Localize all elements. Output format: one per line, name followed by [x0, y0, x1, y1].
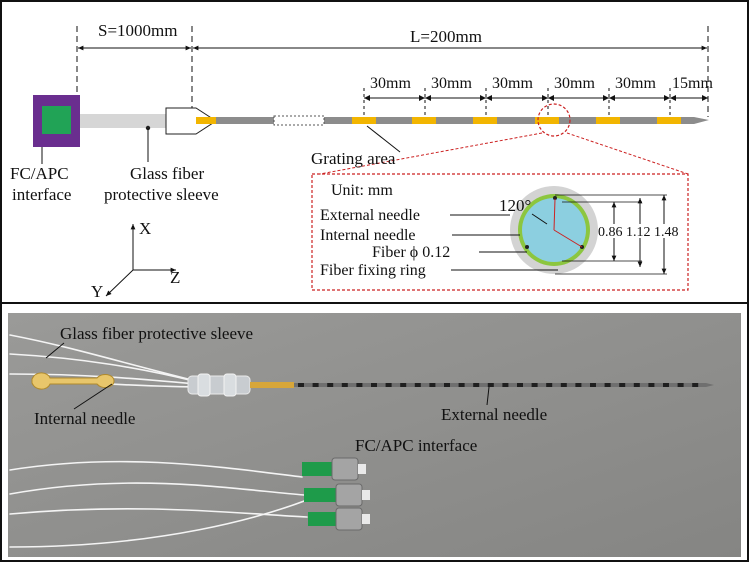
sleeve-label-line2: protective sleeve: [104, 185, 219, 204]
dim-086: 0.86: [598, 225, 623, 240]
needle-mark: [371, 383, 377, 387]
internal-needle-label: Internal needle: [320, 227, 416, 244]
needle-mark: [473, 383, 480, 387]
needle-mark: [604, 383, 611, 387]
grating-bar-3: [473, 117, 497, 124]
needle-mark: [444, 383, 450, 387]
fc-connector-2: [304, 483, 370, 507]
inset-unit-label: Unit: mm: [331, 182, 393, 199]
needle-mark: [692, 383, 699, 387]
fc-apc-label-line1: FC/APC: [10, 164, 69, 183]
needle-mark: [298, 383, 304, 387]
needle-mark: [502, 383, 509, 387]
glass-fiber-sleeve-shape: [80, 114, 170, 128]
grating-bar-1: [352, 117, 376, 124]
needle-mark: [312, 383, 319, 387]
spacing-label-6: 15mm: [672, 75, 713, 92]
grating-bar-6: [657, 117, 681, 124]
needle-mark: [414, 383, 421, 387]
inset-border: [311, 173, 689, 291]
needle-mark: [677, 383, 684, 387]
needle-mark: [531, 383, 538, 387]
photo-internal-needle-label: Internal needle: [34, 409, 135, 428]
needle-hub: [165, 107, 217, 135]
cross-section-inset: Unit: mm 120° External needle Internal n…: [311, 173, 689, 291]
needle-body: [216, 117, 709, 124]
fc-connector-1: [302, 457, 366, 481]
needle-mark: [385, 383, 392, 387]
needle-marks: [298, 383, 699, 387]
internal-needle-handle: [31, 372, 115, 390]
axis-x-label: X: [139, 219, 151, 238]
photo-background: [8, 313, 741, 557]
grating-spacing-dimensions: 30mm 30mm 30mm 30mm 30mm 15mm: [363, 75, 713, 117]
fiber-fixing-ring-label: Fiber fixing ring: [320, 262, 426, 279]
needle-mark: [619, 383, 626, 387]
spacing-label-2: 30mm: [431, 75, 472, 92]
needle-mark: [633, 383, 640, 387]
dimension-s: S=1000mm: [78, 21, 191, 51]
needle-mark: [429, 383, 436, 387]
axis-z-label: Z: [170, 268, 180, 287]
grating-area-label: Grating area: [311, 149, 396, 168]
transparent-hub: [187, 375, 251, 395]
sleeve-label-line1: Glass fiber: [130, 164, 204, 183]
grating-bars: [352, 117, 681, 124]
grating-bar-5: [596, 117, 620, 124]
dimension-s-label: S=1000mm: [98, 21, 178, 40]
needle-mark: [648, 383, 655, 387]
fc-connector-3: [308, 507, 370, 531]
dim-112: 1.12: [626, 225, 651, 240]
fc-apc-label-line2: interface: [12, 185, 71, 204]
needle-mark: [590, 383, 596, 387]
needle-mark: [487, 383, 494, 387]
coordinate-axes: X Z Y: [91, 219, 180, 301]
needle-mark: [663, 383, 669, 387]
axis-y-label: Y: [91, 282, 103, 301]
dimension-l: L=200mm: [193, 27, 707, 51]
dimension-l-label: L=200mm: [410, 27, 482, 46]
dim-148: 1.48: [654, 225, 679, 240]
needle-mark: [560, 383, 567, 387]
needle-mark: [546, 383, 553, 387]
photo-fc-apc-label: FC/APC interface: [355, 436, 477, 455]
fc-apc-connector-inner: [42, 106, 71, 134]
needle-mark: [341, 383, 348, 387]
grating-bar-4: [535, 117, 559, 124]
needle-mark: [575, 383, 582, 387]
photo-panel: Glass fiber protective sleeve Internal n…: [8, 313, 741, 557]
spacing-label-4: 30mm: [554, 75, 595, 92]
external-needle-label: External needle: [320, 207, 420, 224]
needle-mark: [356, 383, 363, 387]
photo-external-needle-label: External needle: [441, 405, 547, 424]
spacing-label-5: 30mm: [615, 75, 656, 92]
needle-mark: [327, 383, 334, 387]
schematic-panel: S=1000mm L=200mm: [10, 21, 713, 301]
needle-mark: [517, 383, 523, 387]
grating-highlight-circle: [537, 103, 571, 137]
spacing-label-1: 30mm: [370, 75, 411, 92]
fiber-label: Fiber ϕ 0.12: [372, 244, 450, 261]
photo-sleeve-label: Glass fiber protective sleeve: [60, 324, 253, 343]
needle-mark: [458, 383, 465, 387]
angle-label: 120°: [499, 196, 531, 215]
grating-bar-2: [412, 117, 436, 124]
needle-mark: [400, 383, 407, 387]
spacing-label-3: 30mm: [492, 75, 533, 92]
needle-sleeve-segment: [250, 382, 294, 388]
